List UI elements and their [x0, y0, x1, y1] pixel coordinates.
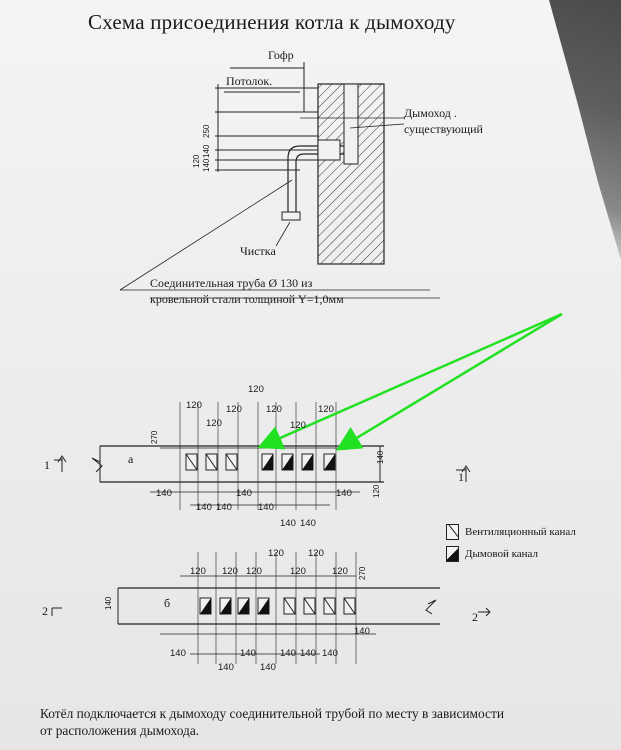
- smoke-channel-fill: [238, 598, 249, 614]
- dimension-label: 120: [246, 566, 262, 577]
- vent-channel-diagonal: [185, 453, 198, 471]
- dimension-label: 140: [300, 648, 316, 659]
- smoke-channel-fill: [324, 454, 335, 470]
- label-ceiling: Потолок.: [226, 74, 273, 88]
- legend-smoke: Дымовой канал: [446, 546, 538, 562]
- dimension-label: 140: [336, 488, 352, 499]
- dimension-label: 140: [300, 518, 316, 529]
- leader-lines: [119, 117, 440, 299]
- dimension-label: 140: [170, 648, 186, 659]
- label-gofr: Гофр: [268, 48, 294, 62]
- label-pipe-line2: кровельной стали толщиной Y=1,0мм: [150, 292, 344, 306]
- smoke-channel-fill: [258, 598, 269, 614]
- label-pipe-line1: Соединительная труба Ø 130 из: [150, 276, 313, 290]
- dimension-label: 140: [322, 648, 338, 659]
- dimension-label: 120: [206, 418, 222, 429]
- dimension-label: 120: [266, 404, 282, 415]
- dimension-label: 120: [308, 548, 324, 559]
- smoke-channel-fill: [302, 454, 313, 470]
- smoke-channel-fill: [282, 454, 293, 470]
- dimension-label: 120: [222, 566, 238, 577]
- chimney-wall: [317, 83, 385, 265]
- dimension-label: 140: [354, 626, 370, 637]
- plan1-section-right: 1: [458, 470, 464, 484]
- green-arrows: [257, 312, 563, 451]
- plan1-letter: а: [128, 452, 134, 466]
- dimension-label: 140: [236, 488, 252, 499]
- dimension-label: 140: [260, 662, 276, 673]
- dim-vertical-120: 120: [192, 154, 201, 168]
- smoke-channel-icon: [446, 546, 459, 562]
- legend-vent: Вентиляционный канал: [446, 524, 576, 540]
- dimension-label: 120: [290, 420, 306, 431]
- smoke-channel-fill: [220, 598, 231, 614]
- diagram-title: Схема присоединения котла к дымоходу: [88, 10, 456, 34]
- dimension-label: 120: [186, 400, 202, 411]
- plan-1-extension-lines: [179, 402, 337, 510]
- dim-vertical-140b: 140: [202, 158, 211, 172]
- plan1-dim-120-right: 120: [372, 484, 381, 498]
- dimension-label: 140: [280, 648, 296, 659]
- connecting-pipe: [281, 139, 344, 221]
- dimension-label: 120: [226, 404, 242, 415]
- legend-smoke-label: Дымовой канал: [465, 548, 539, 560]
- dimension-label: 120: [190, 566, 206, 577]
- legend-vent-label: Вентиляционный канал: [465, 526, 576, 538]
- plan1-dim-270: 270: [150, 430, 159, 444]
- plan-2-extension-lines: [197, 552, 357, 664]
- plan2-dim-140-left: 140: [104, 596, 113, 610]
- plan-2-wall: [117, 587, 440, 625]
- plan-1-dimension-lines: [150, 447, 360, 506]
- plan-1-channels: [185, 453, 336, 471]
- plan1-section-left: 1: [44, 458, 50, 472]
- plan-2-channels: [199, 597, 356, 615]
- footer-note: Котёл подключается к дымоходу соединител…: [40, 706, 505, 738]
- dimension-label: 120: [290, 566, 306, 577]
- vent-channel-diagonal: [225, 453, 238, 471]
- plan2-dim-270: 270: [358, 566, 367, 580]
- vent-channel-diagonal: [303, 597, 316, 615]
- dimension-label: 140: [218, 662, 234, 673]
- vent-channel-diagonal: [205, 453, 218, 471]
- vent-channel-icon: [446, 524, 459, 540]
- smoke-channel-fill: [262, 454, 273, 470]
- plan2-section-right: 2: [472, 610, 478, 624]
- plan2-section-left: 2: [42, 604, 48, 618]
- section-markers: [51, 455, 491, 617]
- dim-vertical-140a: 140: [202, 144, 211, 158]
- plan1-dim-140-right: 140: [376, 450, 385, 464]
- dimension-label: 120: [332, 566, 348, 577]
- dimension-label: 120: [268, 548, 284, 559]
- dimension-label: 140: [156, 488, 172, 499]
- label-cleanout: Чистка: [240, 244, 276, 258]
- dimension-label: 140: [240, 648, 256, 659]
- dimension-label: 140: [196, 502, 212, 513]
- plan2-letter: б: [164, 596, 171, 610]
- label-chimney-line2: существующий: [404, 122, 483, 136]
- vent-channel-diagonal: [283, 597, 296, 615]
- dimension-label: 140: [280, 518, 296, 529]
- dimension-label: 140: [258, 502, 274, 513]
- smoke-channel-fill: [200, 598, 211, 614]
- ceiling-lines: [215, 62, 318, 172]
- vent-channel-diagonal: [343, 597, 356, 615]
- vent-channel-diagonal: [323, 597, 336, 615]
- dimension-label: 120: [318, 404, 334, 415]
- dimension-label: 120: [248, 384, 264, 395]
- dimension-label: 140: [216, 502, 232, 513]
- plan-2-dimension-lines: [160, 575, 376, 655]
- label-chimney-line1: Дымоход .: [404, 106, 457, 120]
- dim-vertical-250: 250: [202, 124, 211, 138]
